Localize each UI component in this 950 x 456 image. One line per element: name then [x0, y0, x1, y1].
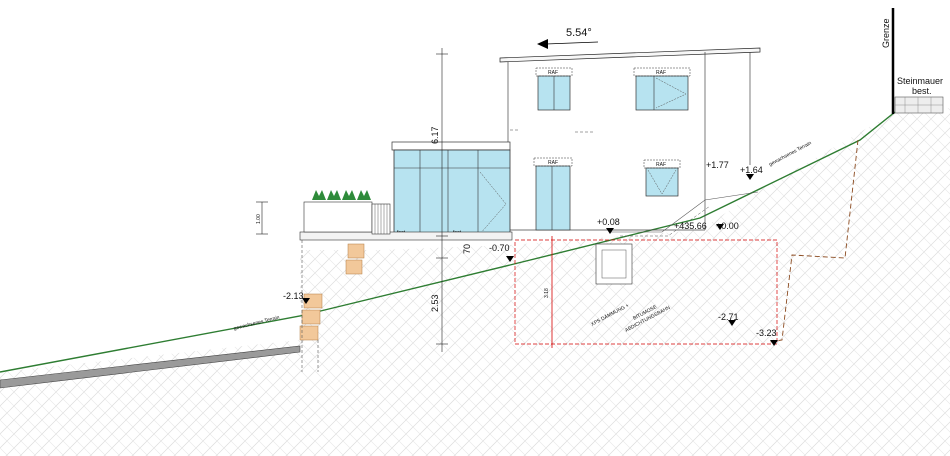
dimension-3-18: 3.18 — [544, 288, 550, 298]
stone-wall-label-1: Steinmauer — [897, 76, 943, 86]
terrain-label-left: gewachsenes Terrain — [233, 315, 280, 332]
ground-hatch — [0, 108, 950, 456]
level-minus-0-70: -0.70 — [489, 243, 510, 253]
window-lower-right — [643, 159, 681, 197]
dimension-70: 70 — [462, 244, 472, 254]
level-plus-1-64: +1.64 — [740, 165, 763, 175]
existing-terrain-line — [0, 111, 896, 373]
level-plus-1-77: +1.77 — [706, 160, 729, 170]
planter — [303, 201, 373, 233]
window-upper-right — [633, 67, 691, 111]
access-path — [0, 345, 301, 389]
boundary-label: Grenze — [881, 18, 891, 48]
railing — [371, 203, 391, 235]
roof-pitch-label: 5.54° — [566, 27, 592, 39]
dimension-chain — [436, 48, 448, 352]
roof-pitch-arrow-line — [545, 41, 599, 45]
excavation-line-right — [769, 139, 859, 343]
dimension-6-17: 6.17 — [430, 126, 440, 144]
level-markers — [302, 174, 778, 346]
plant-icons — [312, 190, 371, 200]
window-tag: RAF — [548, 160, 558, 166]
roof-pitch-arrow — [537, 39, 548, 49]
stair-ramp — [620, 205, 711, 237]
dimension-1-00: 1.00 — [256, 214, 262, 224]
stone-wall-joints — [895, 97, 943, 113]
window-upper-left — [535, 67, 573, 111]
level-minus-3-23: -3.23 — [756, 328, 777, 338]
basement-outline — [514, 239, 778, 345]
stone-blocks — [299, 243, 365, 341]
window-door-lower — [533, 157, 573, 231]
light-well-inner — [601, 249, 627, 279]
level-plus-435-66: +435.66 — [674, 221, 707, 231]
terrace-slab — [299, 231, 513, 241]
dimension-2-53: 2.53 — [430, 294, 440, 312]
level-minus-2-71: -2.71 — [718, 312, 739, 322]
conservatory — [391, 141, 511, 237]
window-tag: RAF — [656, 70, 666, 76]
level-minus-2-13: -2.13 — [283, 291, 304, 301]
window-tag: RAF — [548, 70, 558, 76]
dimension-1-00-line — [256, 201, 268, 235]
level-plus-0-08: +0.08 — [597, 217, 620, 227]
window-tag: RAF — [656, 162, 666, 168]
stair-ramp — [610, 191, 759, 233]
level-plus-0-00: +0.00 — [716, 221, 739, 231]
stone-wall-label-2: best. — [912, 86, 932, 96]
